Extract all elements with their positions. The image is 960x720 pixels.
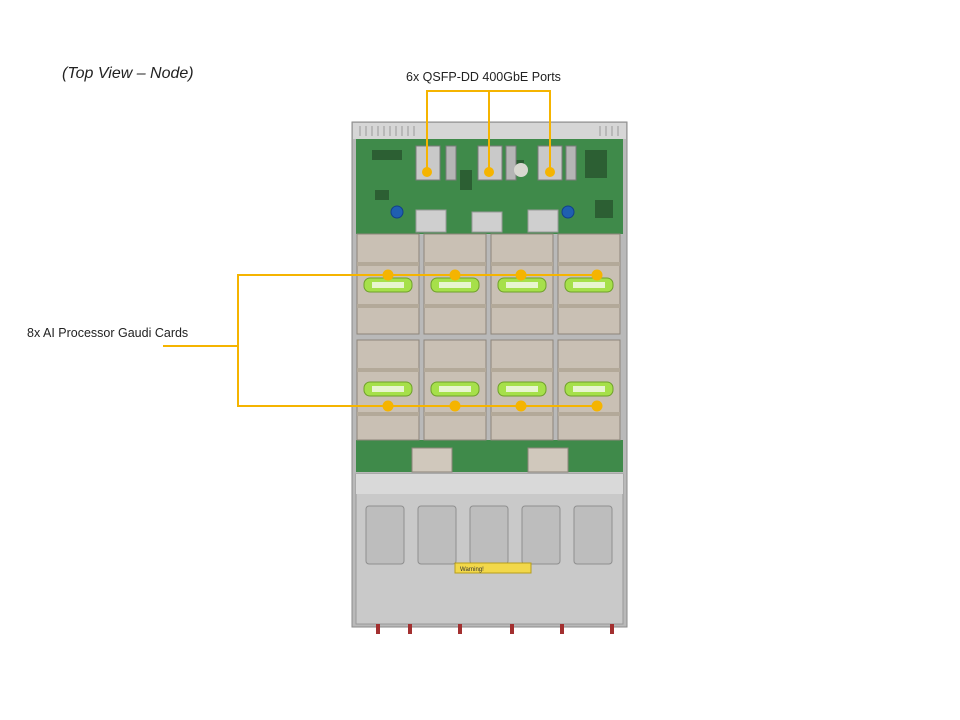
cards-callout <box>163 274 597 407</box>
ports-callout-label: 6x QSFP-DD 400GbE Ports <box>406 70 561 84</box>
warning-sticker-text: Warning! <box>460 567 484 573</box>
pcb-connectors <box>411 447 569 473</box>
view-title: (Top View – Node) <box>62 65 194 82</box>
ports-callout <box>426 90 551 172</box>
cards-callout-dots <box>382 269 603 412</box>
fan-bay: Warning! <box>355 473 624 634</box>
gaudi-cards <box>356 233 621 441</box>
cards-callout-label: 8x AI Processor Gaudi Cards <box>27 326 189 340</box>
ports-callout-dots <box>422 167 555 177</box>
warning-sticker <box>454 562 532 574</box>
